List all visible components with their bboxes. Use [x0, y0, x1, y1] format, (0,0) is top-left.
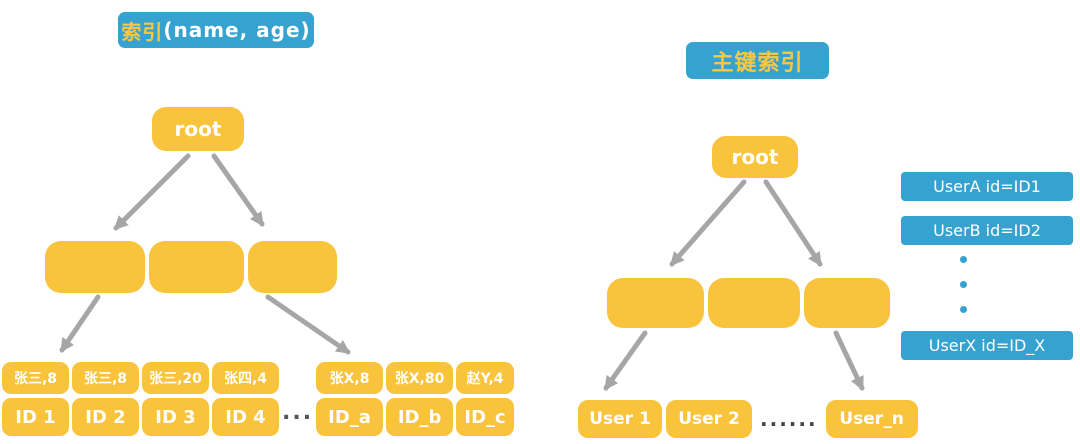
- left-leaf-6-id: ID_b: [386, 398, 454, 436]
- left-leaf-1-id: ID 1: [2, 398, 69, 436]
- left-index-title-cn: 索引: [121, 19, 164, 44]
- left-leaf-7: 赵Y,4 ID_c: [456, 362, 515, 436]
- dot-icon: [960, 306, 967, 313]
- arrow-left-mid-to-leaf-left: [59, 294, 101, 353]
- left-leaf-2-id: ID 2: [72, 398, 139, 436]
- left-leaf-5-id: ID_a: [316, 398, 384, 436]
- left-index-title-cols: (name, age): [163, 18, 311, 42]
- left-leaf-1: 张三,8 ID 1: [2, 362, 69, 436]
- right-index-title: 主键索引: [686, 42, 829, 79]
- left-leaf-row: 张三,8 ID 1 张三,8 ID 2 张三,20 ID 3 张四,4 ID 4…: [2, 362, 515, 436]
- left-leaf-6-key: 张X,80: [386, 362, 454, 394]
- left-internal-node-1: [45, 241, 145, 293]
- left-leaf-4: 张四,4 ID 4: [212, 362, 279, 436]
- arrow-right-mid-to-leaf-left: [603, 330, 648, 391]
- left-leaf-7-id: ID_c: [456, 398, 515, 436]
- left-leaf-3-id: ID 3: [142, 398, 209, 436]
- arrow-right-mid-to-leaf-right: [833, 330, 865, 391]
- right-internal-node-1: [607, 278, 704, 328]
- left-root-node: root: [152, 107, 244, 151]
- right-internal-node-3: [804, 278, 890, 328]
- left-leaf-2-key: 张三,8: [72, 362, 139, 394]
- left-leaf-2: 张三,8 ID 2: [72, 362, 139, 436]
- arrow-right-root-to-mid-left: [669, 179, 747, 267]
- arrow-left-mid-to-leaf-right: [265, 294, 351, 355]
- right-leaf-user2: User 2: [666, 400, 752, 438]
- left-leaf-4-id: ID 4: [212, 398, 279, 436]
- left-internal-node-3: [248, 241, 337, 293]
- arrow-left-root-to-mid-left: [113, 153, 191, 231]
- left-leaf-7-key: 赵Y,4: [456, 362, 515, 394]
- right-leaf-usern: User_n: [825, 400, 918, 438]
- arrow-right-root-to-mid-right: [763, 179, 823, 267]
- side-box-userb: UserB id=ID2: [901, 216, 1073, 245]
- right-leaf-user1: User 1: [578, 400, 662, 438]
- left-leaf-6: 张X,80 ID_b: [386, 362, 454, 436]
- left-leaf-3-key: 张三,20: [142, 362, 209, 394]
- left-internal-node-2: [149, 241, 244, 293]
- side-box-usera: UserA id=ID1: [901, 172, 1073, 201]
- right-leaf-ellipsis: ......: [760, 407, 818, 431]
- arrow-left-root-to-mid-right: [211, 153, 265, 227]
- left-leaf-3: 张三,20 ID 3: [142, 362, 209, 436]
- left-index-title: 索引(name, age): [118, 12, 314, 48]
- vertical-ellipsis-dots: [960, 256, 967, 313]
- left-leaf-1-key: 张三,8: [2, 362, 69, 394]
- right-root-node: root: [712, 136, 798, 178]
- right-leaf-row: User 1 User 2 ...... User_n: [578, 400, 918, 438]
- left-leaf-5: 张X,8 ID_a: [316, 362, 384, 436]
- left-leaf-4-key: 张四,4: [212, 362, 279, 394]
- dot-icon: [960, 256, 967, 263]
- side-box-userx: UserX id=ID_X: [901, 331, 1073, 360]
- dot-icon: [960, 281, 967, 288]
- right-index-title-text: 主键索引: [711, 50, 804, 76]
- right-internal-node-2: [708, 278, 800, 328]
- left-leaf-5-key: 张X,8: [316, 362, 384, 394]
- left-leaf-ellipsis: ...: [282, 400, 314, 425]
